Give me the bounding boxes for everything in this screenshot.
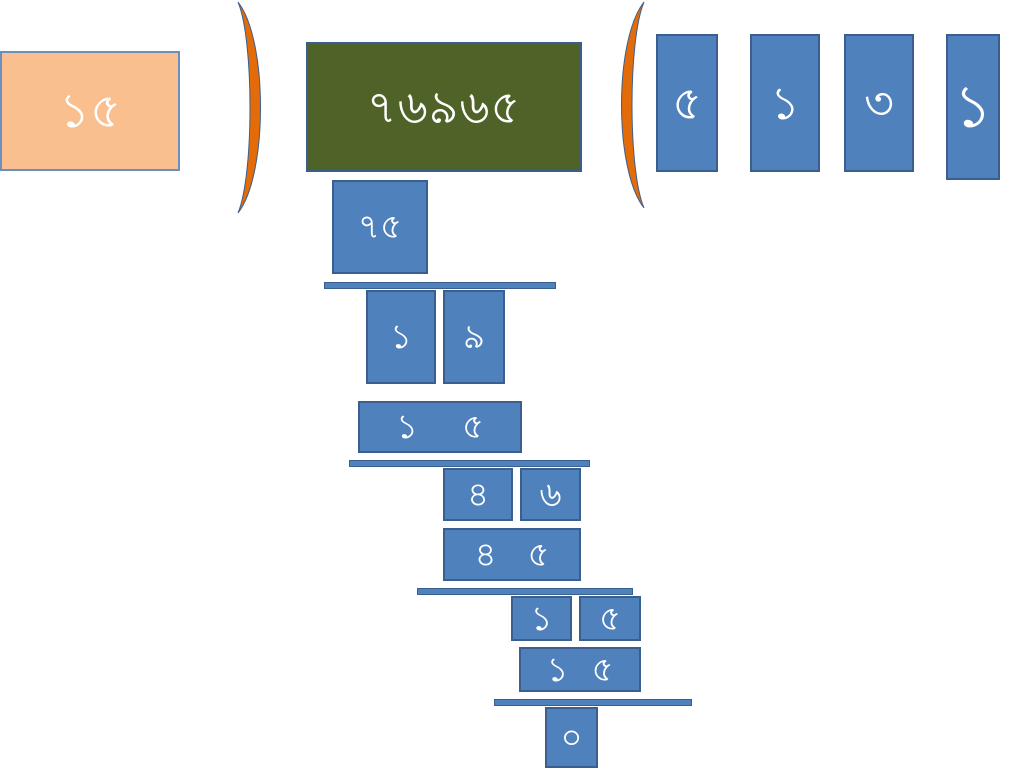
step-remainder-1-digit-2-value: ৯ — [462, 317, 486, 357]
step-subtract-4-digit-2: ৫ — [591, 649, 614, 690]
quotient-digit-2-label: ১ — [770, 76, 800, 130]
dividend-value: ৭৬৯৬৫ — [366, 80, 522, 134]
quotient-digit-1-label: ৫ — [672, 76, 702, 130]
step-remainder-1-digit-2: ৯ — [443, 290, 505, 384]
final-remainder: ০ — [545, 707, 598, 768]
quotient-digit-3: ৩ — [844, 34, 914, 172]
quotient-digit-2: ১ — [750, 34, 820, 172]
step-subtract-2-digit-2: ৫ — [461, 407, 485, 447]
step-remainder-2-digit-2: ৬ — [520, 468, 581, 521]
step-subtract-2: ১ ৫ — [358, 401, 522, 453]
dividend-box: ৭৬৯৬৫ — [306, 42, 582, 172]
step-subtract-3: ৪ ৫ — [443, 528, 581, 581]
quotient-digit-4-label: ১ — [953, 72, 993, 142]
left-paren-icon — [237, 1, 261, 214]
quotient-digit-3-label: ৩ — [864, 76, 894, 130]
step-remainder-3-digit-1: ১ — [511, 596, 572, 641]
step-subtract-2-digit-1: ১ — [395, 407, 419, 447]
step-subtract-1-value: ৭৫ — [357, 207, 403, 247]
step-subtract-3-digit-1: ৪ — [474, 534, 497, 575]
step-subtract-3-digit-2: ৫ — [527, 534, 550, 575]
step-subtract-4: ১ ৫ — [519, 647, 641, 692]
right-paren-icon — [621, 1, 645, 209]
divider-line-2 — [349, 460, 590, 467]
divider-line-3 — [417, 588, 633, 595]
step-remainder-2-digit-2-value: ৬ — [539, 474, 562, 515]
step-remainder-1-digit-1-value: ১ — [389, 317, 413, 357]
step-subtract-1: ৭৫ — [332, 180, 428, 274]
final-remainder-value: ০ — [560, 717, 583, 758]
step-remainder-1-digit-1: ১ — [366, 290, 436, 384]
step-remainder-2-digit-1: ৪ — [443, 468, 513, 521]
quotient-digit-1: ৫ — [656, 34, 718, 172]
divisor-value: ১৫ — [58, 83, 122, 139]
step-remainder-3-digit-1-value: ১ — [530, 598, 553, 639]
divisor-box: ১৫ — [0, 51, 180, 171]
step-remainder-3-digit-2: ৫ — [579, 596, 641, 641]
step-remainder-2-digit-1-value: ৪ — [466, 474, 490, 515]
quotient-digit-4: ১ — [946, 34, 1000, 180]
step-remainder-3-digit-2-value: ৫ — [598, 598, 622, 639]
divider-line-1 — [324, 282, 556, 289]
divider-line-4 — [494, 699, 692, 706]
step-subtract-4-digit-1: ১ — [546, 649, 569, 690]
